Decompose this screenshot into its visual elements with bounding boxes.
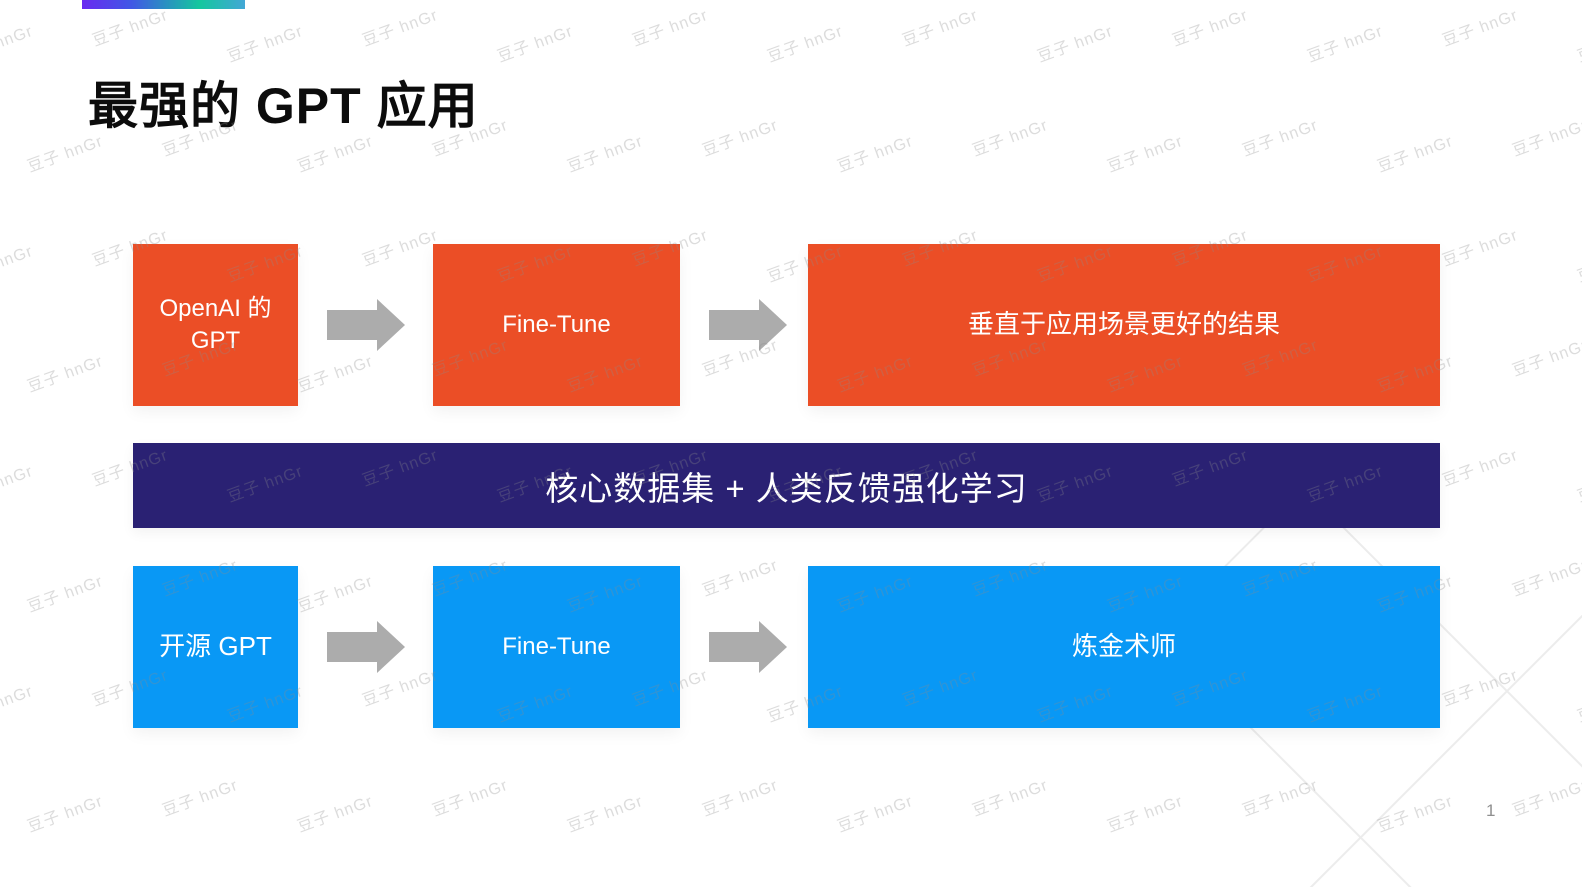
banner-core-dataset-rlhf: 核心数据集 + 人类反馈强化学习 <box>133 443 1440 528</box>
arrow-head <box>759 621 787 673</box>
arrow-body <box>327 632 377 662</box>
watermark-text: 豆子 hnGr <box>900 6 981 50</box>
watermark-text: 豆子 hnGr <box>835 132 916 176</box>
watermark-text: 豆子 hnGr <box>295 572 376 616</box>
watermark-text: 豆子 hnGr <box>0 682 36 726</box>
watermark-text: 豆子 hnGr <box>1375 132 1456 176</box>
watermark-text: 豆子 hnGr <box>1170 6 1251 50</box>
slide-title: 最强的 GPT 应用 <box>88 78 479 134</box>
watermark-text: 豆子 hnGr <box>1105 132 1186 176</box>
watermark-text: 豆子 hnGr <box>1305 22 1386 66</box>
watermark-text: 豆子 hnGr <box>1510 556 1582 600</box>
flow-box-fine-tune-bottom: Fine-Tune <box>433 566 680 728</box>
watermark-text: 豆子 hnGr <box>630 6 711 50</box>
watermark-text: 豆子 hnGr <box>1240 116 1321 160</box>
watermark-text: 豆子 hnGr <box>25 572 106 616</box>
arrow-right-icon <box>327 299 405 351</box>
watermark-text: 豆子 hnGr <box>1510 336 1582 380</box>
watermark-text: 豆子 hnGr <box>1575 23 1582 66</box>
watermark-text: 豆子 hnGr <box>225 22 306 66</box>
flow-box-fine-tune-top: Fine-Tune <box>433 244 680 406</box>
arrow-body <box>327 310 377 340</box>
watermark-text: 豆子 hnGr <box>1440 666 1521 710</box>
watermark-text: 豆子 hnGr <box>360 226 441 270</box>
arrow-head <box>759 299 787 351</box>
flow-box-openai-gpt: OpenAI 的 GPT <box>133 244 298 406</box>
watermark-text: 豆子 hnGr <box>360 6 441 50</box>
arrow-head <box>377 621 405 673</box>
watermark-text: 豆子 hnGr <box>700 116 781 160</box>
watermark-text: 豆子 hnGr <box>1375 792 1456 836</box>
watermark-text: 豆子 hnGr <box>1240 776 1321 820</box>
watermark-text: 豆子 hnGr <box>700 556 781 600</box>
watermark-text: 豆子 hnGr <box>25 792 106 836</box>
watermark-text: 豆子 hnGr <box>0 462 36 506</box>
watermark-text: 豆子 hnGr <box>1440 226 1521 270</box>
arrow-right-icon <box>327 621 405 673</box>
watermark-text: 豆子 hnGr <box>1105 792 1186 836</box>
watermark-text: 豆子 hnGr <box>1440 6 1521 50</box>
watermark-text: 豆子 hnGr <box>495 22 576 66</box>
arrow-head <box>377 299 405 351</box>
watermark-text: 豆子 hnGr <box>430 776 511 820</box>
flow-box-vertical-result: 垂直于应用场景更好的结果 <box>808 244 1440 406</box>
watermark-text: 豆子 hnGr <box>1510 776 1582 820</box>
watermark-text: 豆子 hnGr <box>1035 22 1116 66</box>
watermark-text: 豆子 hnGr <box>1575 463 1582 506</box>
watermark-text: 豆子 hnGr <box>565 792 646 836</box>
brand-gradient-bar <box>82 0 245 9</box>
arrow-right-icon <box>709 621 787 673</box>
watermark-text: 豆子 hnGr <box>700 776 781 820</box>
watermark-text: 豆子 hnGr <box>765 22 846 66</box>
flow-box-open-source-gpt: 开源 GPT <box>133 566 298 728</box>
arrow-body <box>709 310 759 340</box>
watermark-text: 豆子 hnGr <box>1575 243 1582 286</box>
watermark-text: 豆子 hnGr <box>0 242 36 286</box>
watermark-text: 豆子 hnGr <box>0 22 36 66</box>
arrow-body <box>709 632 759 662</box>
watermark-text: 豆子 hnGr <box>25 352 106 396</box>
watermark-text: 豆子 hnGr <box>1440 446 1521 490</box>
watermark-text: 豆子 hnGr <box>835 792 916 836</box>
watermark-text: 豆子 hnGr <box>295 352 376 396</box>
watermark-text: 豆子 hnGr <box>565 132 646 176</box>
watermark-text: 豆子 hnGr <box>970 776 1051 820</box>
watermark-text: 豆子 hnGr <box>1510 116 1582 160</box>
watermark-text: 豆子 hnGr <box>970 116 1051 160</box>
page-number: 1 <box>1486 801 1496 820</box>
watermark-text: 豆子 hnGr <box>295 792 376 836</box>
watermark-text: 豆子 hnGr <box>1575 683 1582 726</box>
flow-box-alchemist: 炼金术师 <box>808 566 1440 728</box>
watermark-text: 豆子 hnGr <box>160 776 241 820</box>
arrow-right-icon <box>709 299 787 351</box>
